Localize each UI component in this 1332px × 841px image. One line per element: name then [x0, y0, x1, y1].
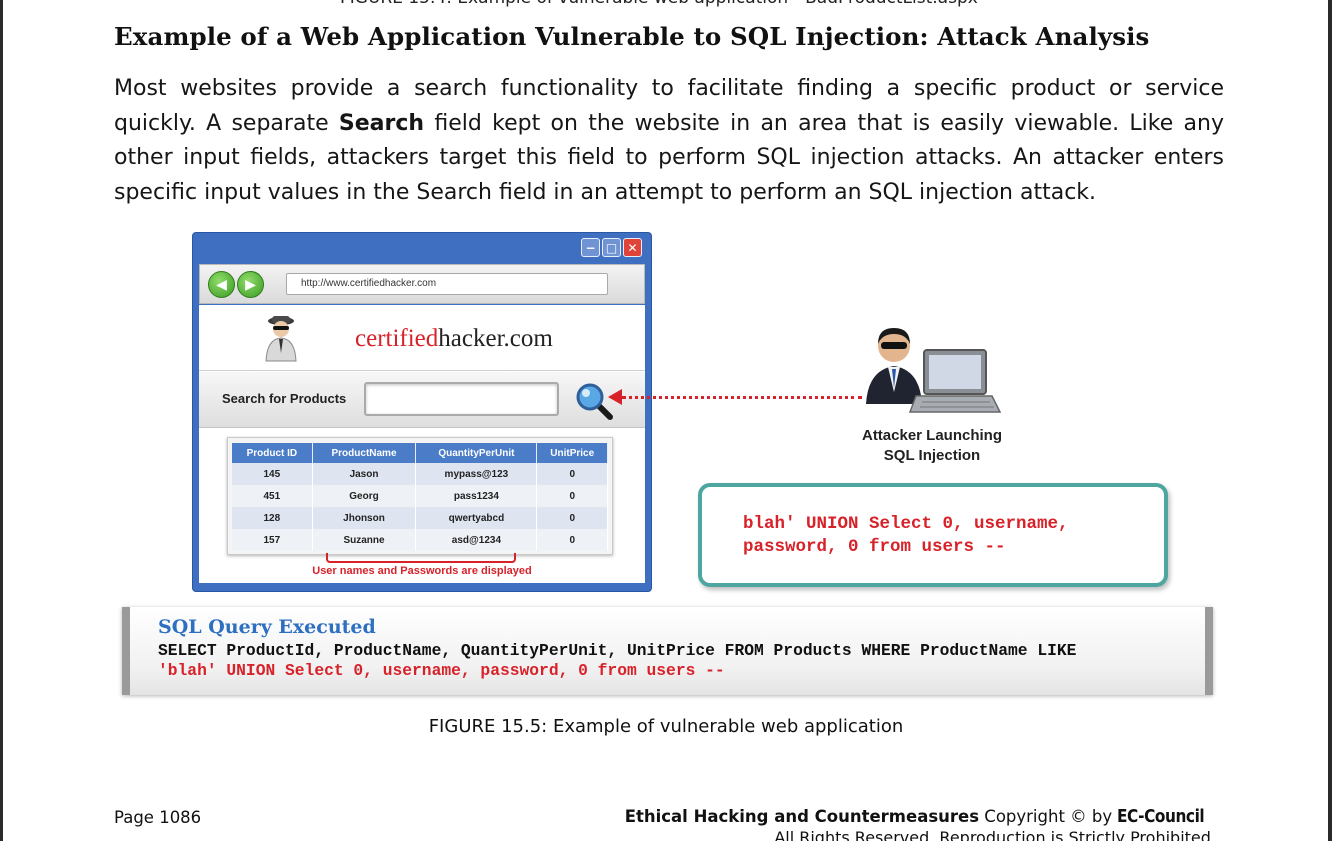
section-heading: Example of a Web Application Vulnerable … — [114, 22, 1150, 51]
window-controls: − □ ✕ — [581, 238, 642, 257]
paragraph-text-2: field kept on the website in an area tha… — [114, 110, 1224, 205]
rights-reserved: All Rights Reserved. Reproduction is Str… — [774, 828, 1216, 841]
site-name-highlight: certified — [355, 325, 439, 352]
magnifier-icon — [576, 383, 613, 420]
table-cell: 0 — [536, 507, 608, 529]
table-row: 145 Jason mypass@123 0 — [232, 463, 608, 485]
table-cell: 0 — [536, 529, 608, 551]
table-row: 451 Georg pass1234 0 — [232, 485, 608, 507]
site-name-rest: hacker.com — [438, 325, 553, 352]
table-row: 157 Suzanne asd@1234 0 — [232, 529, 608, 551]
close-icon: ✕ — [623, 238, 642, 257]
paragraph-bold-search: Search — [338, 110, 425, 136]
query-title: SQL Query Executed — [158, 616, 376, 638]
paragraph-text-1: Most websites provide a search functiona… — [114, 76, 1224, 136]
browser-content: certifiedhacker.com Search for Products … — [199, 305, 645, 583]
table-cell: qwertyabcd — [415, 507, 538, 529]
table-cell: 0 — [536, 485, 608, 507]
page-left-edge — [0, 0, 3, 841]
previous-figure-caption: FIGURE 15.4: Example of vulnerable web a… — [340, 0, 978, 8]
course-title: Ethical Hacking and Countermeasures — [624, 807, 980, 826]
query-line-1: SELECT ProductId, ProductName, QuantityP… — [158, 641, 1077, 660]
body-paragraph: Most websites provide a search functiona… — [114, 72, 1224, 210]
executed-query-box: SQL Query Executed SELECT ProductId, Pro… — [122, 607, 1213, 695]
table-row: 128 Jhonson qwertyabcd 0 — [232, 507, 608, 529]
search-bar-area: Search for Products — [199, 372, 645, 428]
injection-payload-box: blah' UNION Select 0, username, password… — [698, 483, 1168, 587]
copyright-notice: Ethical Hacking and Countermeasures Copy… — [625, 806, 1220, 827]
table-cell: Georg — [312, 485, 417, 507]
forward-arrow-icon: ▶ — [237, 271, 264, 298]
browser-toolbar: ◀ ▶ http://www.certifiedhacker.com — [199, 264, 645, 304]
column-header: UnitPrice — [536, 443, 608, 463]
search-label: Search for Products — [222, 391, 347, 406]
table-cell: 0 — [536, 463, 608, 485]
credentials-note: User names and Passwords are displayed — [312, 565, 532, 577]
search-input — [364, 382, 559, 416]
attacker-label-line2: SQL Injection — [883, 447, 981, 464]
attacker-label-line1: Attacker Launching — [861, 427, 1003, 444]
table-cell: Jason — [312, 463, 417, 485]
figure-caption: FIGURE 15.5: Example of vulnerable web a… — [428, 716, 904, 737]
column-header: Product ID — [232, 443, 313, 463]
column-header: ProductName — [312, 443, 417, 463]
table-cell: Suzanne — [312, 529, 417, 551]
site-logo-text: certifiedhacker.com — [355, 325, 553, 353]
browser-window-illustration: − □ ✕ ◀ ▶ http://www.certifiedhacker.com… — [192, 232, 652, 592]
page-right-edge — [1328, 0, 1332, 841]
table-cell: mypass@123 — [415, 463, 538, 485]
column-header: QuantityPerUnit — [415, 443, 538, 463]
table-cell: pass1234 — [415, 485, 538, 507]
query-line-2: 'blah' UNION Select 0, username, passwor… — [158, 661, 725, 680]
results-table: Product ID ProductName QuantityPerUnit U… — [232, 443, 608, 551]
maximize-icon: □ — [602, 238, 621, 257]
results-table-panel: Product ID ProductName QuantityPerUnit U… — [227, 437, 613, 555]
table-cell: 145 — [232, 463, 313, 485]
table-cell: asd@1234 — [415, 529, 538, 551]
table-header-row: Product ID ProductName QuantityPerUnit U… — [232, 443, 608, 463]
attacker-with-laptop-icon — [866, 328, 1002, 413]
table-cell: 157 — [232, 529, 313, 551]
ec-council-logo: EC-Council — [1117, 806, 1205, 827]
address-bar: http://www.certifiedhacker.com — [286, 273, 608, 295]
back-arrow-icon: ◀ — [208, 271, 235, 298]
site-header: certifiedhacker.com — [199, 305, 645, 371]
table-cell: 128 — [232, 507, 313, 529]
attack-arrow-head-icon — [608, 389, 622, 405]
table-cell: 451 — [232, 485, 313, 507]
copyright-text: Copyright © by — [979, 807, 1118, 826]
page-number: Page 1086 — [114, 808, 202, 827]
table-cell: Jhonson — [312, 507, 417, 529]
minimize-icon: − — [581, 238, 600, 257]
attacker-label: Attacker Launching SQL Injection — [832, 426, 1032, 466]
credentials-brace — [326, 553, 516, 563]
attack-arrow-line — [622, 396, 862, 399]
spy-mascot-icon — [265, 316, 297, 362]
